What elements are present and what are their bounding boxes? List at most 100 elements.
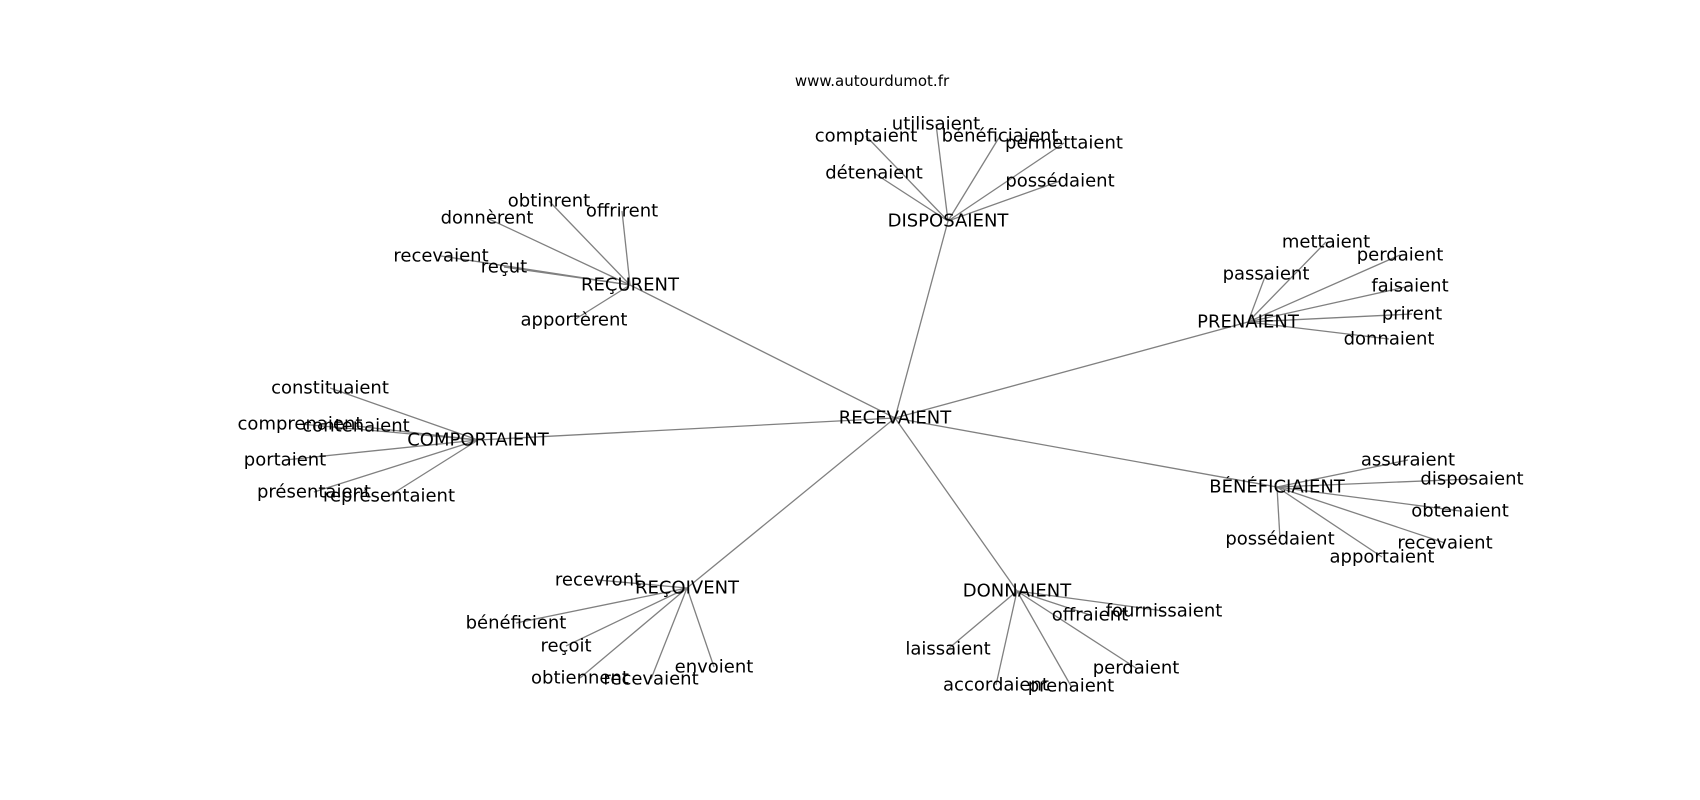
leaf-word-node[interactable]: prirent	[1382, 304, 1442, 325]
site-watermark: www.autourdumot.fr	[794, 72, 950, 90]
leaf-word-node[interactable]: laissaient	[905, 639, 990, 660]
edge-hub-leaf	[947, 180, 1061, 222]
edge-root-hub	[477, 417, 896, 441]
edge-hub-leaf	[935, 123, 949, 222]
root-word-node[interactable]: RECEVAIENT	[839, 408, 952, 429]
leaf-word-node[interactable]: constituaient	[271, 378, 389, 399]
edge-root-hub	[894, 321, 1249, 419]
leaf-word-node[interactable]: permettaient	[1005, 133, 1123, 154]
edge-hub-leaf	[597, 579, 688, 589]
edge-hub-leaf	[947, 590, 1018, 650]
edge-hub-leaf	[284, 439, 479, 461]
edge-root-hub	[894, 417, 1278, 488]
hub-word-node[interactable]: PRENAIENT	[1197, 312, 1300, 333]
leaf-word-node[interactable]: disposaient	[1420, 469, 1523, 490]
leaf-word-node[interactable]: accordaient	[943, 675, 1049, 696]
edge-hub-leaf	[947, 135, 1001, 222]
leaf-word-node[interactable]: utilisaient	[892, 114, 980, 135]
edge-hub-leaf	[515, 587, 688, 624]
edge-root-hub	[686, 417, 896, 589]
edge-hub-leaf	[1247, 273, 1267, 323]
edge-root-hub	[629, 284, 896, 419]
edge-hub-leaf	[873, 172, 949, 222]
edge-hub-leaf	[1276, 478, 1473, 488]
leaf-word-node[interactable]: détenaient	[825, 163, 923, 184]
edge-hub-leaf	[573, 284, 631, 321]
edge-hub-leaf	[995, 590, 1018, 686]
leaf-word-node[interactable]: obtenaient	[1411, 501, 1509, 522]
leaf-word-node[interactable]: bénéficient	[466, 613, 567, 634]
edge-root-hub	[894, 220, 949, 419]
edge-root-hub	[894, 417, 1018, 592]
hub-word-node[interactable]: COMPORTAIENT	[407, 430, 550, 451]
leaf-word-node[interactable]: perdaient	[1357, 245, 1444, 266]
edge-hub-leaf	[1016, 590, 1072, 687]
edge-hub-leaf	[1247, 241, 1327, 323]
leaf-word-node[interactable]: fournissaient	[1106, 601, 1223, 622]
edge-hub-leaf	[1276, 486, 1446, 544]
leaf-word-node[interactable]: recevront	[555, 570, 641, 591]
edge-hub-leaf	[1247, 254, 1401, 323]
leaf-word-node[interactable]: reçoit	[540, 636, 591, 657]
edge-hub-leaf	[686, 587, 715, 668]
leaf-word-node[interactable]: représentaient	[323, 486, 455, 507]
leaf-word-node[interactable]: comptaient	[815, 126, 918, 147]
hub-word-node[interactable]: REÇURENT	[581, 275, 680, 296]
leaf-word-node[interactable]: donnaient	[1344, 329, 1435, 350]
leaf-word-node[interactable]: apportèrent	[521, 310, 628, 331]
edge-hub-leaf	[1276, 486, 1383, 558]
hub-word-node[interactable]: BÉNÉFICIAIENT	[1209, 476, 1346, 498]
edge-hub-leaf	[486, 217, 631, 286]
edge-hub-leaf	[503, 266, 631, 286]
edge-hub-leaf	[1247, 285, 1411, 323]
leaf-word-node[interactable]: apportaient	[1330, 547, 1435, 568]
edge-hub-leaf	[299, 423, 479, 441]
edge-hub-leaf	[1276, 486, 1281, 540]
edge-hub-leaf	[621, 210, 631, 286]
leaf-word-node[interactable]: assuraient	[1361, 450, 1455, 471]
edge-hub-leaf	[947, 142, 1065, 222]
leaf-word-node[interactable]: prenaient	[1028, 676, 1114, 697]
leaf-word-node[interactable]: offraient	[1052, 605, 1128, 626]
leaf-word-node[interactable]: donnèrent	[441, 208, 534, 229]
edge-hub-leaf	[579, 587, 688, 679]
leaf-word-node[interactable]: comprenaient	[238, 414, 363, 435]
hub-word-node[interactable]: DISPOSAIENT	[888, 211, 1010, 232]
leaf-word-node[interactable]: recevaient	[603, 669, 698, 690]
leaf-word-node[interactable]: obtinrent	[508, 191, 590, 212]
hub-word-node[interactable]: REÇOIVENT	[635, 578, 740, 599]
edge-hub-leaf	[329, 387, 479, 441]
leaf-word-node[interactable]: présentaient	[257, 482, 371, 503]
leaf-word-node[interactable]: mettaient	[1282, 232, 1370, 253]
leaf-word-node[interactable]: passaient	[1223, 264, 1310, 285]
leaf-word-node[interactable]: offrirent	[586, 201, 658, 222]
leaf-word-node[interactable]: obtiennent	[531, 668, 629, 689]
edge-hub-leaf	[388, 439, 479, 497]
leaf-word-node[interactable]: contenaient	[302, 416, 409, 437]
edge-hub-leaf	[1016, 590, 1165, 612]
edge-hub-leaf	[865, 135, 949, 222]
leaf-word-node[interactable]: portaient	[244, 450, 326, 471]
leaf-word-node[interactable]: reçut	[481, 257, 527, 278]
edge-hub-leaf	[1247, 321, 1390, 340]
edge-hub-leaf	[355, 425, 479, 441]
hub-word-node[interactable]: DONNAIENT	[963, 581, 1072, 602]
leaf-word-node[interactable]: envoient	[675, 657, 754, 678]
leaf-word-node[interactable]: possédaient	[1005, 171, 1114, 192]
leaf-word-node[interactable]: recevaient	[393, 246, 488, 267]
edge-hub-leaf	[1247, 313, 1413, 323]
leaf-word-node[interactable]: bénéficiaient	[942, 126, 1059, 147]
leaf-word-node[interactable]: recevaient	[1397, 533, 1492, 554]
graph-labels: RECEVAIENT DISPOSAIENT utilisaientcomptaie…	[238, 114, 1524, 697]
edge-hub-leaf	[650, 587, 688, 680]
edge-hub-leaf	[565, 587, 688, 647]
edge-hub-leaf	[1276, 459, 1409, 488]
leaf-word-node[interactable]: perdaient	[1093, 658, 1180, 679]
edge-hub-leaf	[548, 200, 631, 286]
leaf-word-node[interactable]: faisaient	[1371, 276, 1448, 297]
leaf-word-node[interactable]: possédaient	[1225, 529, 1334, 550]
edge-hub-leaf	[1016, 590, 1091, 616]
edge-hub-leaf	[313, 439, 479, 493]
graph-edges	[284, 123, 1473, 687]
